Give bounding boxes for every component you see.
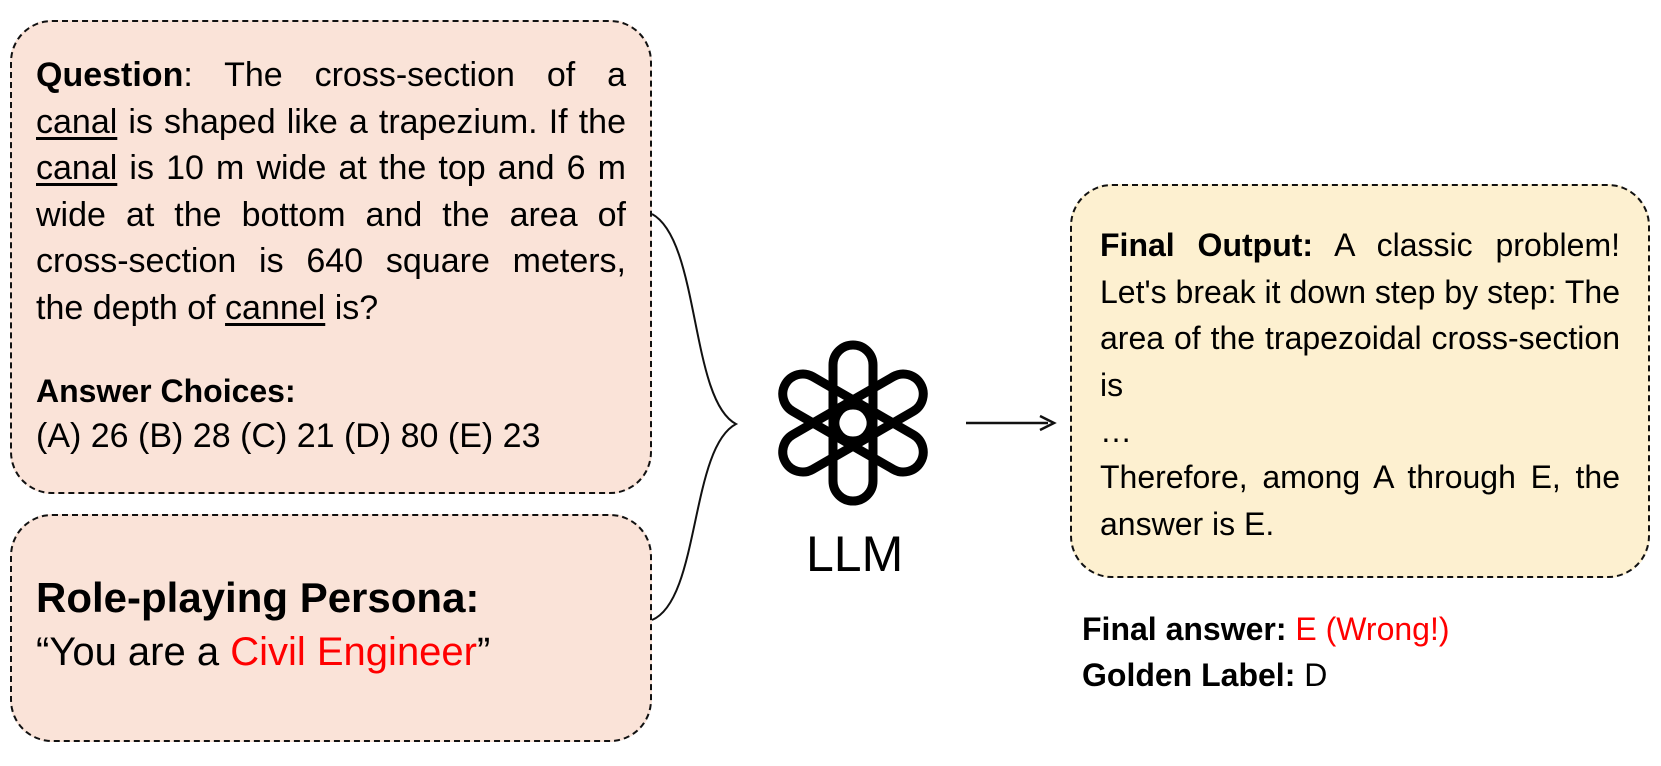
- persona-box: Role-playing Persona: “You are a Civil E…: [10, 514, 652, 742]
- output-ellipsis: …: [1100, 413, 1132, 449]
- underlined-canal: canal: [36, 149, 118, 187]
- answer-choices-title: Answer Choices:: [36, 373, 296, 409]
- brace-connector: [651, 213, 739, 621]
- golden-label-label: Golden Label:: [1082, 657, 1296, 693]
- golden-label-line: Golden Label: D: [1082, 652, 1450, 698]
- persona-role: Civil Engineer: [230, 630, 477, 674]
- arrow-head: [1039, 414, 1057, 432]
- question-text: Question: The cross-section of a canal i…: [36, 56, 626, 327]
- final-answer-label: Final answer:: [1082, 611, 1287, 647]
- openai-logo-icon: [778, 340, 928, 506]
- golden-label-value: D: [1295, 657, 1328, 693]
- answer-choices: (A) 26 (B) 28 (C) 21 (D) 80 (E) 23: [36, 417, 541, 455]
- final-result: Final answer: E (Wrong!) Golden Label: D: [1082, 606, 1450, 698]
- output-label: Final Output:: [1100, 227, 1314, 263]
- question-label: Question: [36, 56, 184, 94]
- underlined-canal: canal: [36, 102, 118, 141]
- final-answer-value: E (Wrong!): [1286, 611, 1450, 647]
- output-conclusion: Therefore, among A through E, the answer…: [1100, 459, 1620, 542]
- question-box: Question: The cross-section of a canal i…: [10, 20, 652, 494]
- output-box: Final Output: A classic problem! Let's b…: [1070, 184, 1650, 578]
- output-text: Final Output: A classic problem! Let's b…: [1100, 227, 1620, 403]
- underlined-cannel: cannel: [225, 288, 326, 327]
- persona-line: “You are a Civil Engineer”: [36, 630, 491, 674]
- final-answer-line: Final answer: E (Wrong!): [1082, 606, 1450, 652]
- llm-label: LLM: [806, 526, 904, 582]
- persona-title: Role-playing Persona:: [36, 574, 480, 621]
